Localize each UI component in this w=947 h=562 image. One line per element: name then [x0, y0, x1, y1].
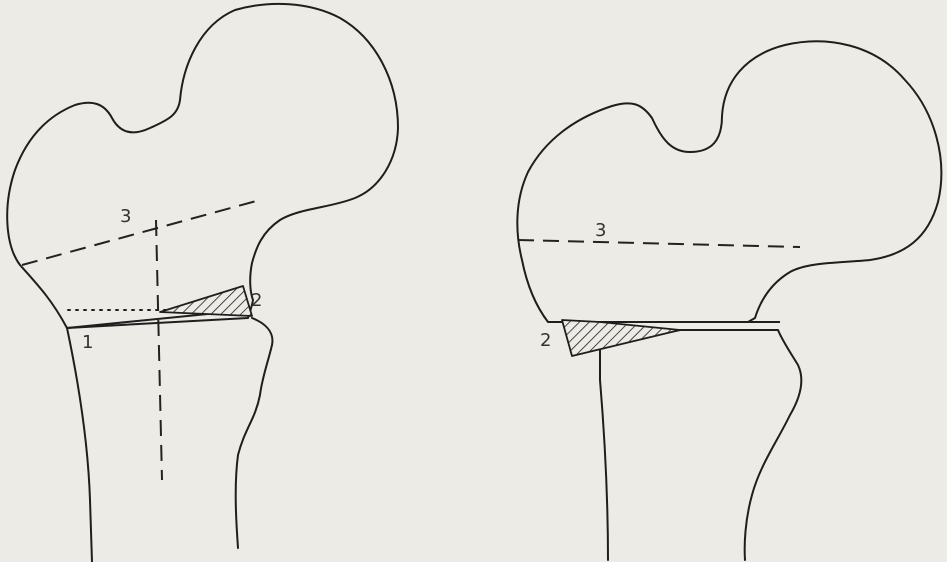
left-shaft-medial-outline — [67, 328, 92, 562]
left-femur-figure: 3 1 2 — [7, 4, 398, 562]
right-hatched-wedge — [562, 320, 680, 356]
right-shaft-medial-outline — [600, 350, 608, 560]
right-shaft-lateral-outline — [745, 330, 802, 560]
left-shaft-lateral-outline — [236, 318, 273, 548]
left-shaft-axis-line — [156, 220, 162, 480]
left-label-cut-start: 1 — [82, 332, 93, 353]
left-proximal-fragment-outline — [7, 4, 398, 328]
left-label-axis: 3 — [120, 206, 131, 227]
right-femur-figure: 3 2 — [517, 41, 941, 560]
left-hatched-wedge — [160, 286, 252, 316]
left-neck-axis-line — [22, 200, 260, 265]
right-proximal-fragment-outline — [517, 41, 941, 322]
right-neck-axis-line — [518, 240, 800, 247]
left-label-wedge: 2 — [251, 290, 262, 311]
right-label-axis: 3 — [595, 220, 606, 241]
right-label-wedge: 2 — [540, 330, 551, 351]
